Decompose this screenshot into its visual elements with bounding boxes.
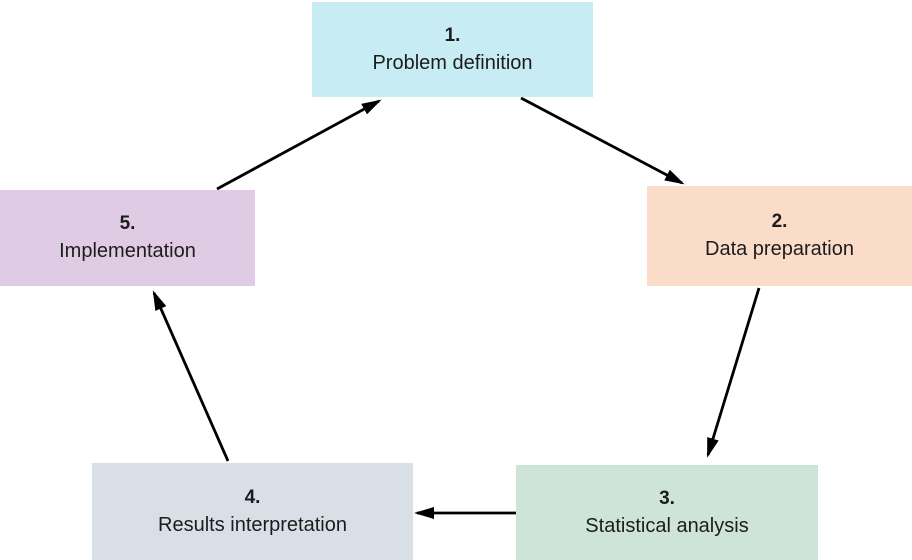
arrow-step4-to-step5 <box>152 290 230 462</box>
step-box-results-interpretation: 4. Results interpretation <box>92 463 413 560</box>
step-number: 5. <box>119 213 136 234</box>
step-box-data-preparation: 2. Data preparation <box>647 186 912 286</box>
step-label: Data preparation <box>705 238 854 260</box>
step-number: 1. <box>444 24 461 46</box>
arrow-step2-to-step3 <box>706 287 761 458</box>
step-number: 4. <box>244 486 261 508</box>
arrow-step5-to-step1 <box>216 99 382 191</box>
step-box-implementation: 5. Implementation <box>0 190 255 286</box>
arrow-step1-to-step2 <box>520 96 685 185</box>
step-number: 2. <box>771 211 788 232</box>
step-number: 3. <box>659 487 675 509</box>
step-label: Implementation <box>59 240 196 262</box>
step-label: Problem definition <box>372 51 533 74</box>
step-box-statistical-analysis: 3. Statistical analysis <box>516 465 818 560</box>
step-label: Results interpretation <box>158 513 347 536</box>
step-label: Statistical analysis <box>585 514 749 537</box>
step-box-problem-definition: 1. Problem definition <box>312 2 593 97</box>
